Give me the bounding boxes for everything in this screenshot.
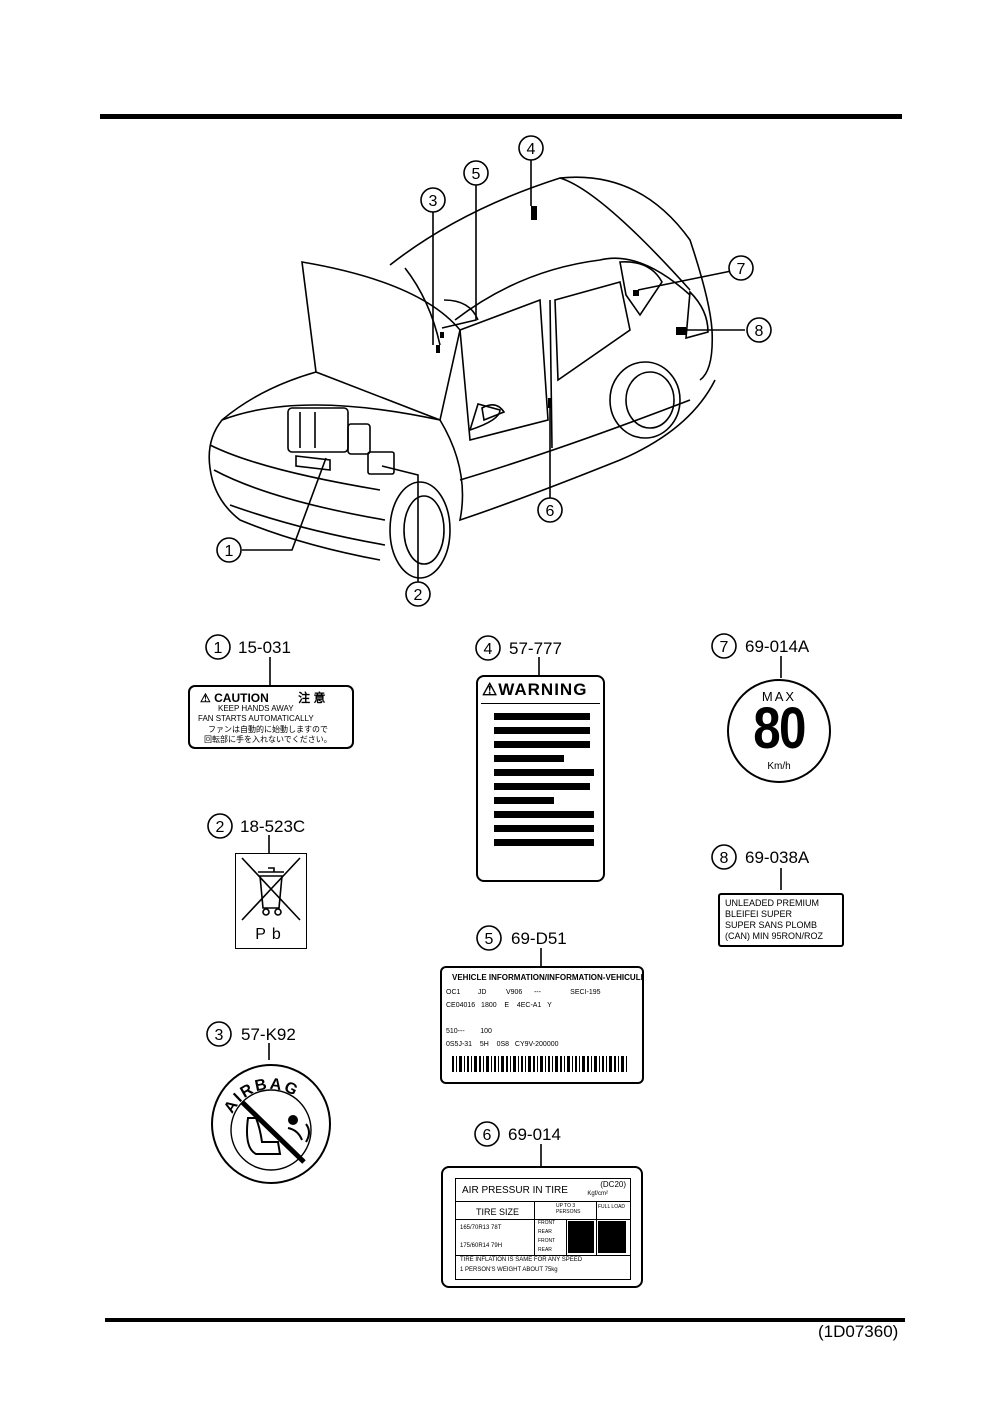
callout-1: 1 <box>225 543 234 560</box>
tire-front-1: FRONT <box>538 1220 556 1226</box>
callout-5: 5 <box>472 166 481 183</box>
vehicle-info-row4: 0S5J-31 5H 0S8 CY9V-200000 <box>446 1041 559 1048</box>
part-no-2: 18-523C <box>240 817 305 836</box>
tire-note-1: TIRE INFLATION IS SAME FOR ANY SPEED <box>460 1257 583 1263</box>
part-no-4: 57-777 <box>509 639 562 658</box>
part-no-1: 15-031 <box>238 638 291 657</box>
warning-triangle-icon: ⚠ <box>200 691 211 705</box>
caution-line2: FAN STARTS AUTOMATICALLY <box>198 714 314 723</box>
callout-6: 6 <box>546 503 555 520</box>
car-illustration: 4 5 3 7 8 6 1 2 <box>208 135 772 607</box>
callout-8: 8 <box>755 323 764 340</box>
barcode <box>452 1056 627 1072</box>
callout-7: 7 <box>737 261 746 278</box>
vehicle-info-row1: OC1 JD V906 --- SECI-195 <box>446 989 601 996</box>
part-num-5: 5 <box>485 931 494 948</box>
tire-rear-1: REAR <box>538 1229 552 1235</box>
speed-limit-label: MAX 80 Km/h <box>727 679 831 783</box>
part-num-3: 3 <box>215 1027 224 1044</box>
diagram-id: (1D07360) <box>818 1322 899 1341</box>
part-num-8: 8 <box>720 850 729 867</box>
vehicle-info-label: VEHICLE INFORMATION/INFORMATION-VEHICULE… <box>440 966 644 1084</box>
fuel-line4: (CAN) MIN 95RON/ROZ <box>725 931 824 941</box>
caution-label: ⚠ CAUTION 注 意 KEEP HANDS AWAY FAN STARTS… <box>188 685 354 749</box>
crossed-bin-icon <box>241 857 301 921</box>
vehicle-info-row2: CE04016 1800 E 4EC-A1 Y <box>446 1002 552 1009</box>
part-no-5: 69-D51 <box>511 929 567 948</box>
part-no-8: 69-038A <box>745 848 810 867</box>
tire-col-size: TIRE SIZE <box>476 1207 520 1217</box>
tire-size-1: 165/70R13 78T <box>460 1225 502 1231</box>
part-no-3: 57-K92 <box>241 1025 296 1044</box>
caution-title: CAUTION <box>214 691 269 705</box>
part-num-2: 2 <box>216 819 225 836</box>
tire-code: (DC20) <box>600 1180 626 1189</box>
fuel-line1: UNLEADED PREMIUM <box>725 898 820 908</box>
tire-unit: Kgf/cm² <box>587 1191 608 1197</box>
tire-col-up3: UP TO 3 PERSONS <box>556 1203 581 1215</box>
tire-note-2: 1 PERSON'S WEIGHT ABOUT 75kg <box>460 1267 558 1273</box>
callout-2: 2 <box>414 587 423 604</box>
tire-front-2: FRONT <box>538 1238 556 1244</box>
speed-value: 80 <box>753 696 806 761</box>
part-num-4: 4 <box>484 641 493 658</box>
fuel-line3: SUPER SANS PLOMB <box>725 920 818 930</box>
fuel-line2: BLEIFEI SUPER <box>725 909 793 919</box>
part-num-6: 6 <box>483 1127 492 1144</box>
caution-kanji: 注 意 <box>298 691 326 705</box>
tire-pressure-label: AIR PRESSUR IN TIRE (DC20) Kgf/cm² TIRE … <box>441 1166 643 1288</box>
callout-3: 3 <box>429 193 438 210</box>
tire-size-2: 175/60R14 79H <box>460 1243 503 1249</box>
part-num-7: 7 <box>720 639 729 656</box>
warning-label: ⚠WARNING <box>476 675 605 882</box>
warning-triangle-icon: ⚠ <box>482 680 499 699</box>
tire-title: AIR PRESSUR IN TIRE <box>462 1185 568 1196</box>
vehicle-info-title: VEHICLE INFORMATION/INFORMATION-VEHICULE <box>452 973 644 982</box>
caution-line3: ファンは自動的に始動しますので <box>208 725 328 734</box>
part-num-1: 1 <box>214 640 223 657</box>
top-rule <box>100 114 902 119</box>
part-no-6: 69-014 <box>508 1125 561 1144</box>
vehicle-info-row3: 510--- 100 <box>446 1028 492 1035</box>
caution-line4: 回転部に手を入れないでください。 <box>204 735 332 744</box>
caution-line1: KEEP HANDS AWAY <box>218 704 294 713</box>
battery-text: Pb <box>255 926 287 943</box>
child-seat-icon <box>240 1100 310 1164</box>
airbag-label: AIRBAG <box>211 1064 331 1184</box>
bottom-rule <box>105 1318 905 1322</box>
part-no-7: 69-014A <box>745 637 810 656</box>
tire-rear-2: REAR <box>538 1247 552 1253</box>
speed-unit: Km/h <box>767 761 791 772</box>
warning-title: WARNING <box>498 680 588 699</box>
warning-body-text <box>494 713 594 846</box>
speed-max: MAX <box>761 689 797 704</box>
tire-col-full: FULL LOAD <box>598 1204 626 1210</box>
callout-4: 4 <box>527 141 536 158</box>
battery-label: Pb <box>235 853 307 949</box>
fuel-label: UNLEADED PREMIUM BLEIFEI SUPER SUPER SAN… <box>718 893 844 947</box>
